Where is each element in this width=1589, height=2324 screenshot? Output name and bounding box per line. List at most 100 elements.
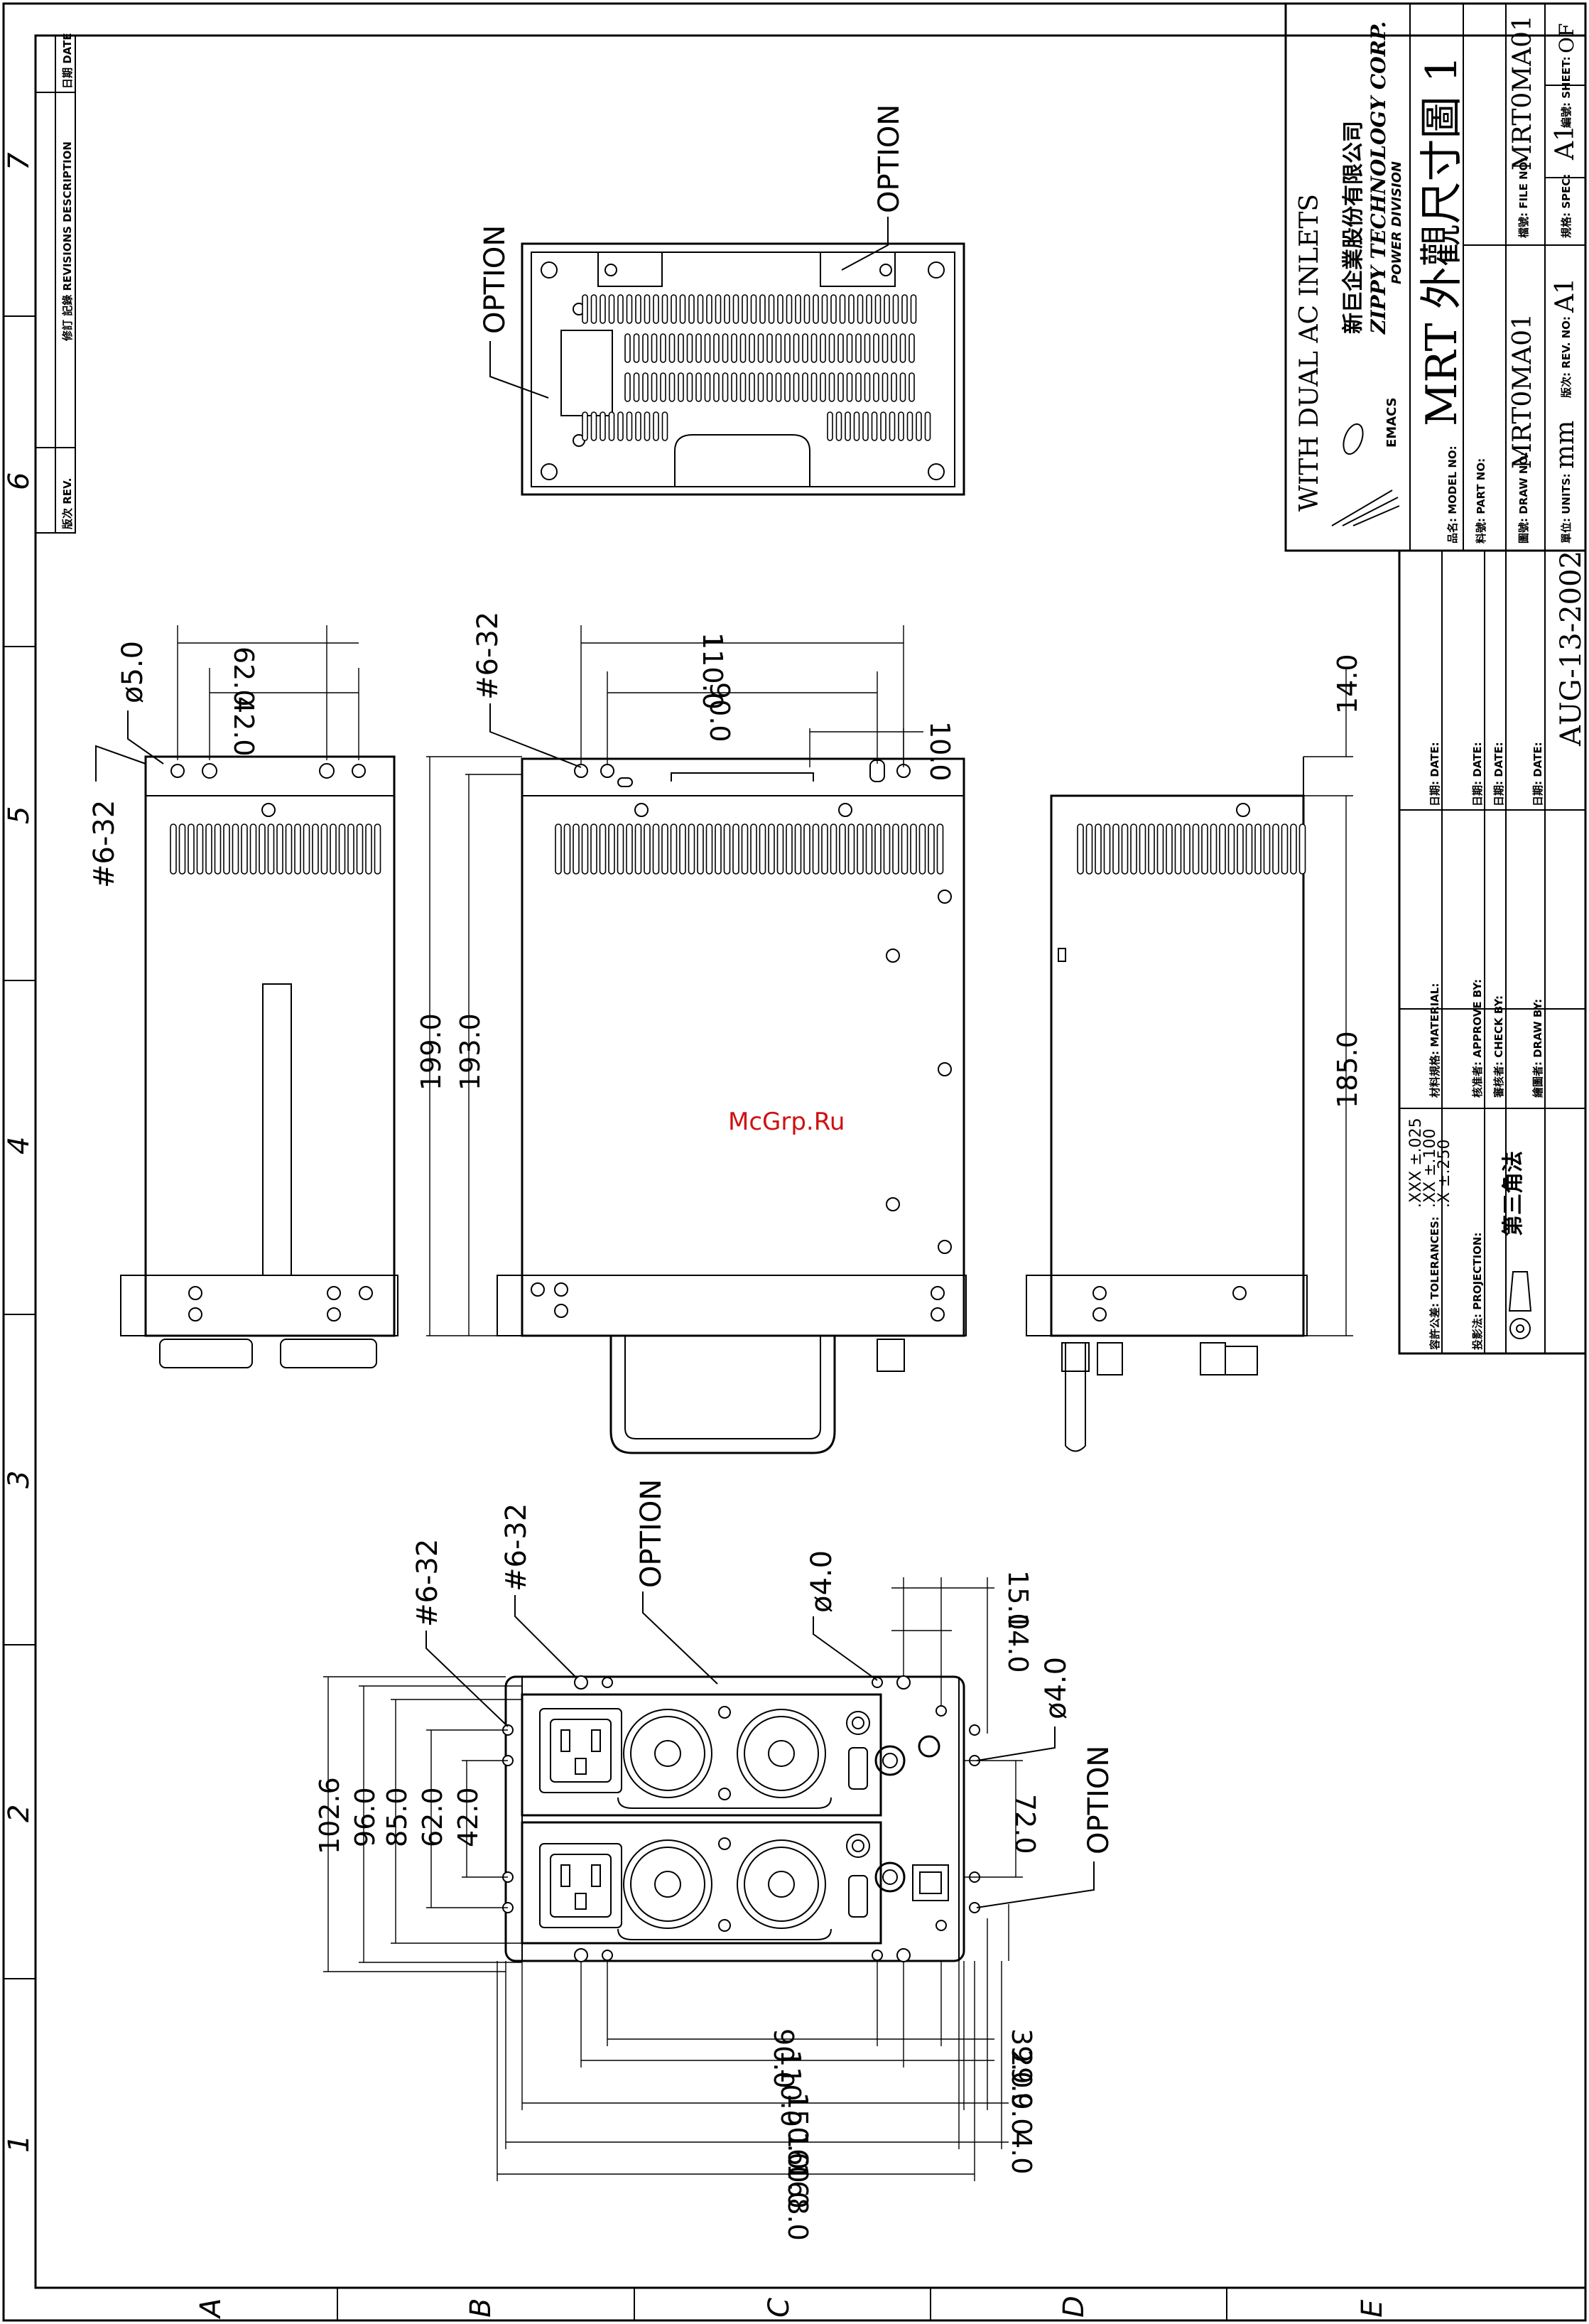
drawing-label: 圖號: DRAW NO: [1517,452,1530,544]
vent-slot [820,333,826,363]
vent-slot [626,294,633,324]
vent-slot [294,823,301,875]
date-label-4: 日期: DATE: [1531,742,1544,806]
middle-dim-193: 193.0 [455,1013,486,1091]
date-label-2: 日期: DATE: [1471,742,1484,806]
vent-slot [845,411,851,441]
tolerance-2: .XX ±.100 [1421,1128,1439,1208]
vent-slot [642,372,649,402]
vent-slot [793,372,800,402]
vent-slot [846,333,853,363]
vent-slot [1192,823,1200,875]
vent-slot [741,823,749,875]
vent-slot [830,823,837,875]
vent-slot [891,333,897,363]
vent-slot [715,823,722,875]
vent-slot [786,294,793,324]
vent-slot [839,294,846,324]
front-dim-85: 85.0 [381,1787,413,1847]
vent-slot [874,294,882,324]
vent-slot [573,823,580,875]
vent-slot [188,823,195,875]
middle-view: #6-32 110.0 90.0 10.0 199.0 193.0 [416,612,967,1454]
vent-slot [276,823,283,875]
vent-slot [1298,823,1306,875]
vent-slot [555,823,562,875]
vent-slot [759,294,766,324]
vent-slot [910,294,917,324]
right-dim-14: 14.0 [1332,654,1363,714]
vent-slot [581,823,589,875]
zone-row-marks: A B C D E [195,2288,1389,2320]
vent-slot [786,823,793,875]
vent-slot [651,372,658,402]
vent-slot [653,294,659,324]
revisions-table: 日期 DATE 修訂 記錄 REVISIONS DESCRIPTION 版次 R… [35,33,76,534]
vent-slot [722,333,729,363]
vent-slot [599,823,607,875]
vent-slot [910,823,917,875]
zone-row-c: C [763,2298,796,2318]
vent-slot [320,823,328,875]
rev-label: 版次: REV. NO: [1560,316,1573,398]
vent-slot [697,294,704,324]
vent-slot [644,411,651,441]
units-value: mm [1551,421,1580,469]
right-side-view: 14.0 185.0 [1026,654,1363,1452]
zone-row-e: E [1356,2299,1389,2318]
vent-slot [1227,823,1235,875]
vent-slot [862,411,869,441]
vent-slot [839,823,846,875]
vent-slot [812,823,820,875]
vent-slot [766,372,773,402]
ac-inlet-top [539,1708,622,1793]
front-view: #6-32 #6-32 OPTION ø4.0 ø4.0 OPTION 102.… [314,1479,1115,2241]
vent-slot [830,294,837,324]
check-label: 審核者: CHECK BY: [1492,995,1505,1098]
vent-slot [178,823,186,875]
vent-slot [713,372,720,402]
vent-slot [855,372,862,402]
vent-slot [1103,823,1111,875]
vent-slot [776,823,784,875]
vent-slot [775,333,782,363]
right-dim-185: 185.0 [1332,1031,1363,1108]
left-screw: #6-32 [88,800,121,888]
front-option-right: OPTION [1083,1746,1115,1854]
zone-col-1: 1 [3,2135,36,2153]
front-dim-42: 42.0 [452,1787,484,1847]
front-dim-39: 39.0 [1006,2028,1037,2089]
vent-slot [608,294,615,324]
vent-slot [750,823,757,875]
vent-slot [821,823,828,875]
left-dim-42: 42.0 [228,696,259,757]
vent-slot [661,823,668,875]
zone-col-7: 7 [3,152,36,171]
vent-slot [608,823,615,875]
tolerance-3: .X ±.250 [1436,1140,1453,1208]
front-dim-14: 14.0 [1002,1613,1034,1673]
vent-slot [704,333,711,363]
vent-slot [757,372,764,402]
vent-slot [813,294,819,324]
vent-slot [608,411,615,441]
revisions-rev-label: 版次 REV. [61,478,74,529]
date-value: AUG-13-2002 [1555,551,1588,747]
front-dim-102-6: 102.6 [314,1777,345,1854]
vent-slot [866,294,872,324]
vent-slot [892,823,899,875]
front-dim-9: 9.0 [1006,2092,1037,2135]
vent-slot [732,294,739,324]
vent-slot [846,372,853,402]
vent-slot [626,411,633,441]
vent-slot [906,411,913,441]
front-screw-b: #6-32 [500,1503,533,1591]
vent-slot [285,823,293,875]
front-dim-90: 90.0 [768,2028,799,2089]
sheet-value: OF [1555,23,1578,53]
vent-slot [883,823,891,875]
vent-slot [715,294,722,324]
vent-slot [795,294,801,324]
vent-slot [365,823,372,875]
top-view-vents [582,294,931,441]
